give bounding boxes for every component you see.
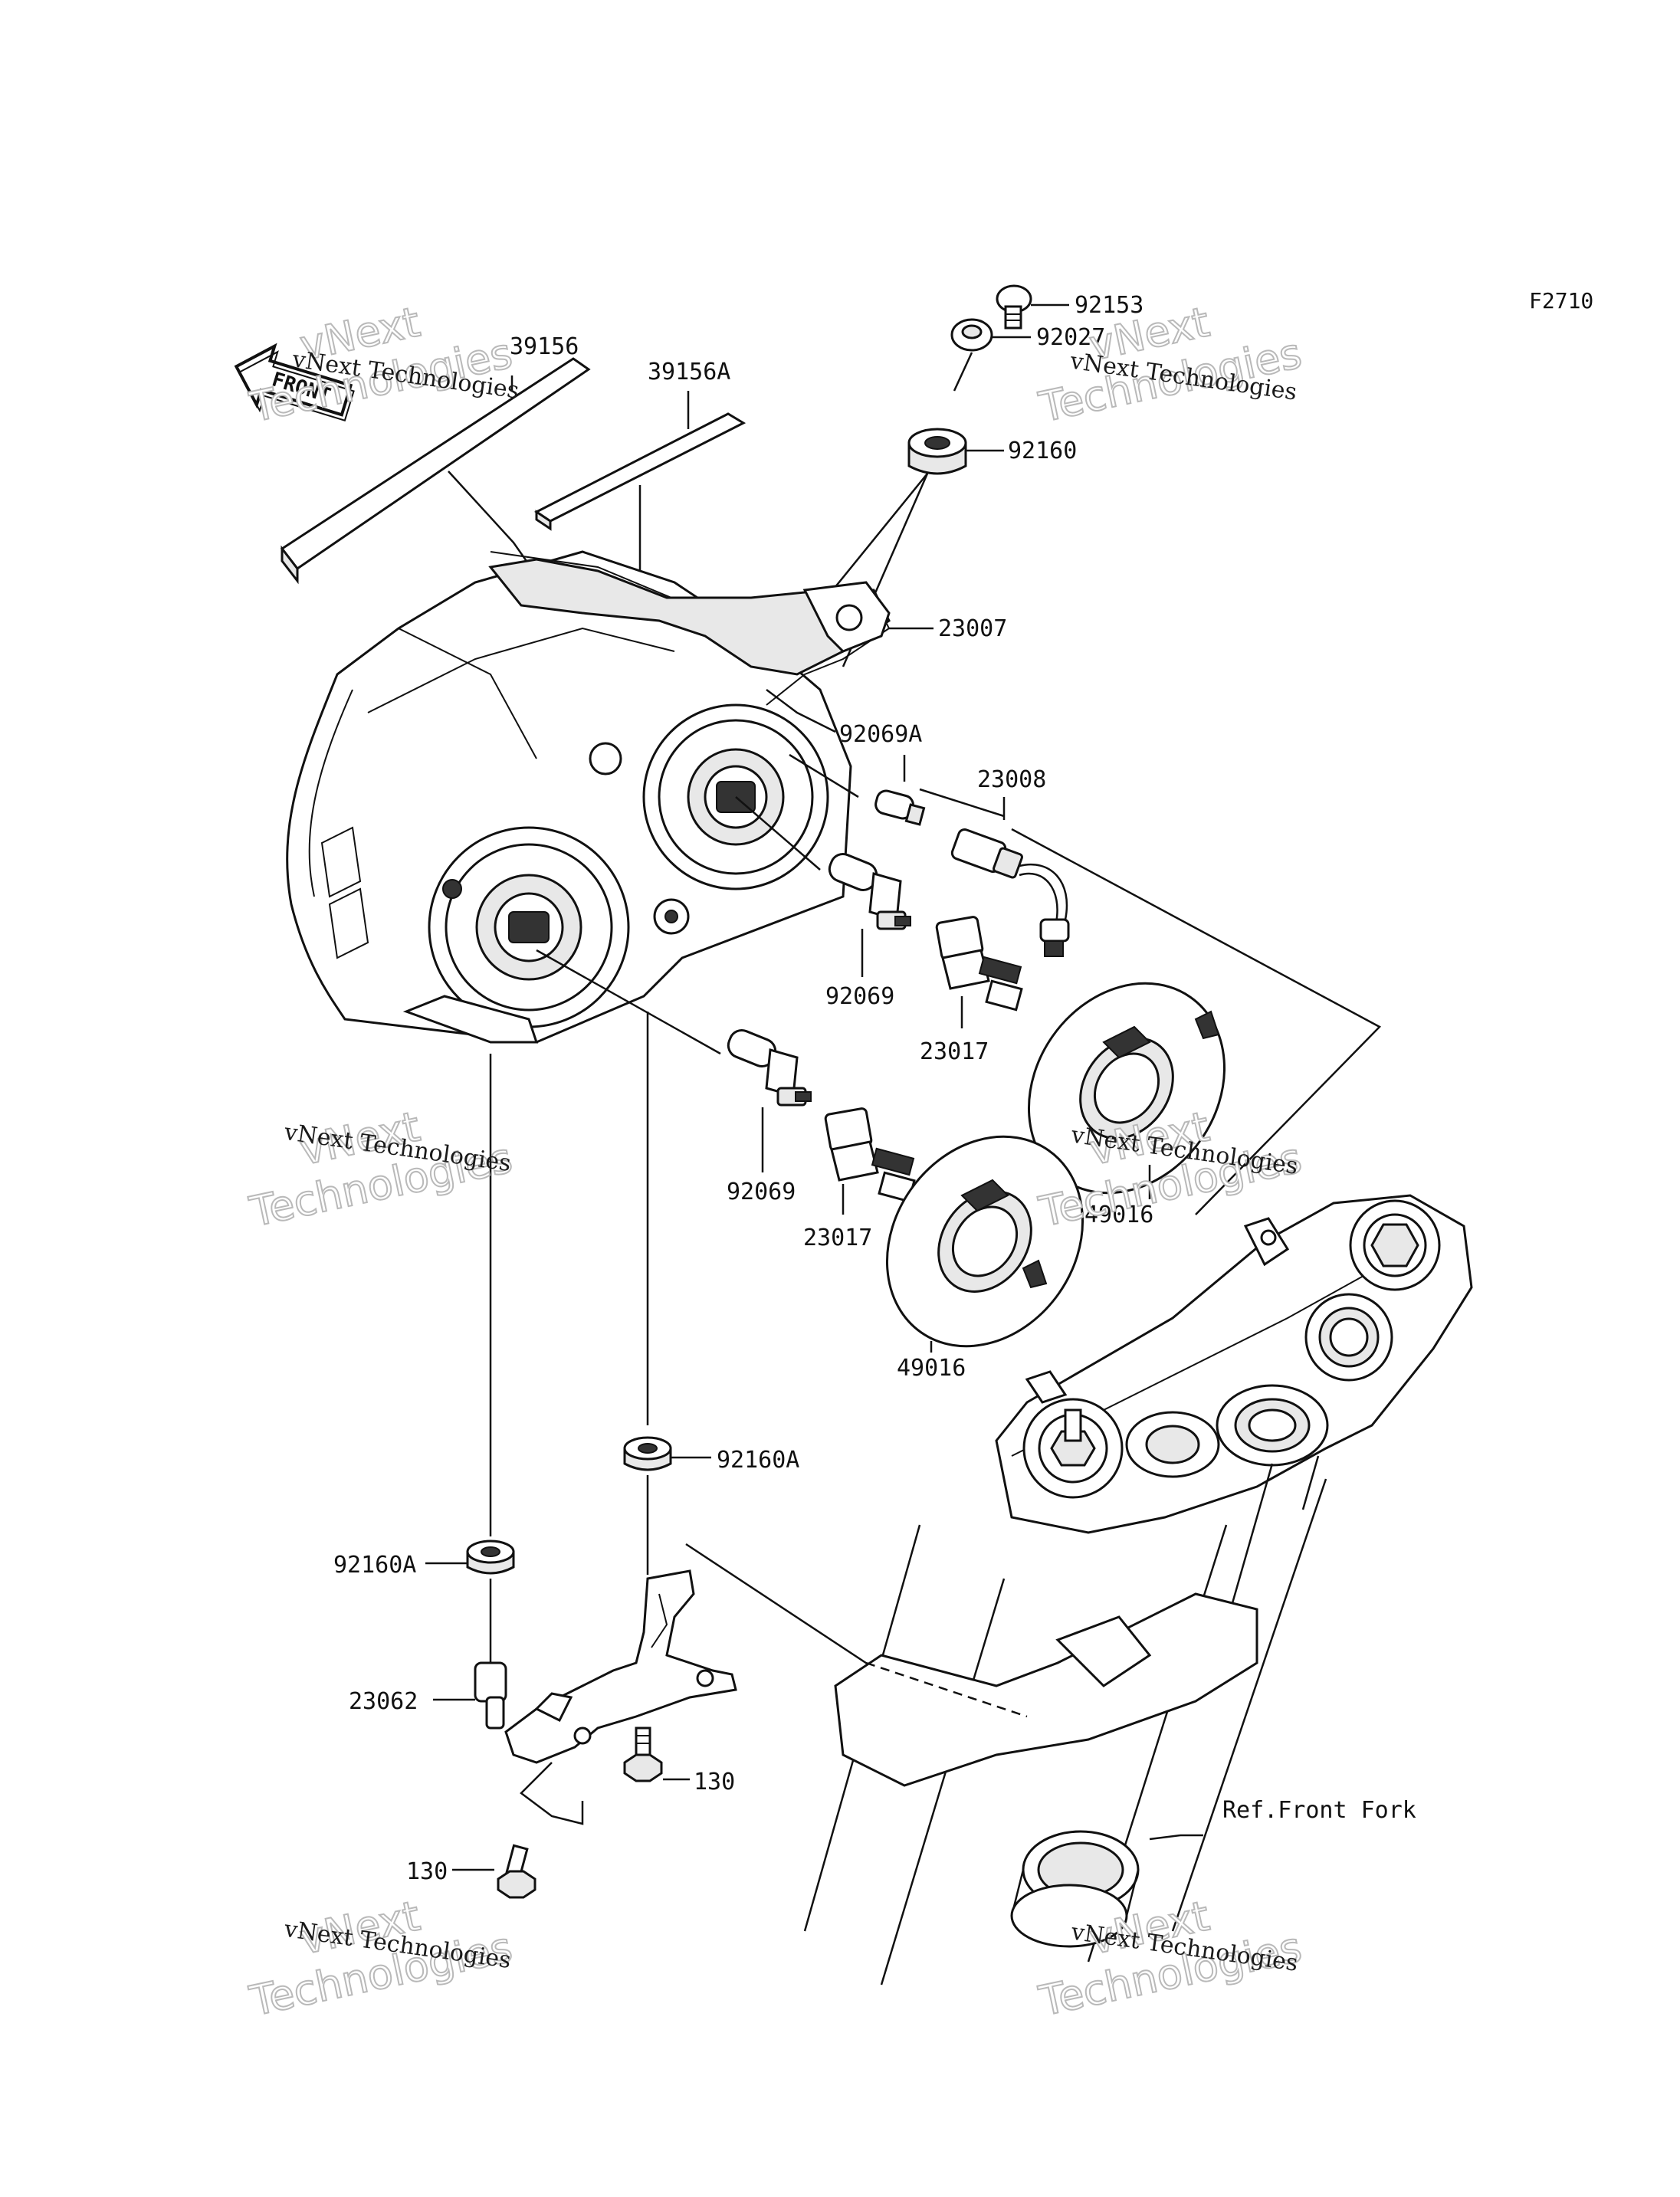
front-fork-assembly <box>803 1194 1473 1985</box>
leader-92027-down <box>953 352 973 392</box>
leader-23008-to-fork <box>1011 828 1382 1215</box>
label-130-right: 130 <box>694 1769 735 1795</box>
label-39156: 39156 <box>510 333 579 360</box>
diagram-code: F2710 <box>1529 288 1593 313</box>
label-23062: 23062 <box>349 1688 418 1715</box>
part-49016-left-cover <box>885 1135 1084 1353</box>
label-92153: 92153 <box>1075 292 1144 319</box>
label-130-left: 130 <box>406 1858 448 1885</box>
part-130-left-bolt <box>452 1844 536 1899</box>
leader-bracket-to-fork <box>685 1543 878 1672</box>
part-92160-grommet <box>907 428 1004 475</box>
label-23007: 23007 <box>938 615 1007 642</box>
label-23017-lower: 23017 <box>803 1225 872 1251</box>
label-92069-upper: 92069 <box>825 983 894 1010</box>
part-92027-washer <box>950 318 1031 352</box>
part-23017-upper-socket <box>935 916 1023 1028</box>
part-23062-bracket <box>433 1569 737 1825</box>
part-39156-strip <box>280 357 591 585</box>
label-92069-lower: 92069 <box>727 1179 796 1205</box>
part-92160A-left-grommet <box>425 1540 515 1671</box>
label-23008: 23008 <box>977 766 1046 793</box>
part-130-right-bolt <box>623 1726 690 1782</box>
leader-lower-bulb <box>536 949 721 1055</box>
part-39156A-strip <box>534 391 746 531</box>
watermark-top-right: vNext Technologies <box>1034 297 1306 432</box>
headlight-housing-assembly <box>286 550 891 1044</box>
label-92160A-left: 92160A <box>333 1552 416 1579</box>
leader-upper-bulb <box>735 796 821 871</box>
part-92160A-right-grommet <box>623 1436 711 1575</box>
part-49016-right-cover <box>1027 982 1226 1199</box>
label-92069A: 92069A <box>839 721 922 748</box>
watermark-top-left: vNext Technologies <box>244 297 517 432</box>
part-92153-bolt <box>996 284 1069 330</box>
label-ref-front-fork: Ref.Front Fork <box>1222 1797 1416 1824</box>
label-92027: 92027 <box>1036 324 1105 351</box>
leader-92069A-to-23008 <box>919 788 1005 818</box>
label-92160: 92160 <box>1008 438 1077 464</box>
part-92069-lower-bulb <box>727 1029 812 1172</box>
leader-to-92069A-bulb <box>789 753 859 798</box>
leader-92069A <box>766 689 836 733</box>
part-23008-socket <box>950 828 1070 957</box>
label-49016-left: 49016 <box>897 1355 966 1382</box>
part-92069-upper-bulb <box>828 853 911 977</box>
label-23017-upper: 23017 <box>920 1038 989 1065</box>
label-39156A: 39156A <box>648 359 730 385</box>
part-23017-lower-socket <box>824 1107 916 1215</box>
label-92160A-right: 92160A <box>717 1447 799 1474</box>
part-92069A-bulb <box>874 789 926 826</box>
label-49016-right: 49016 <box>1084 1202 1153 1228</box>
